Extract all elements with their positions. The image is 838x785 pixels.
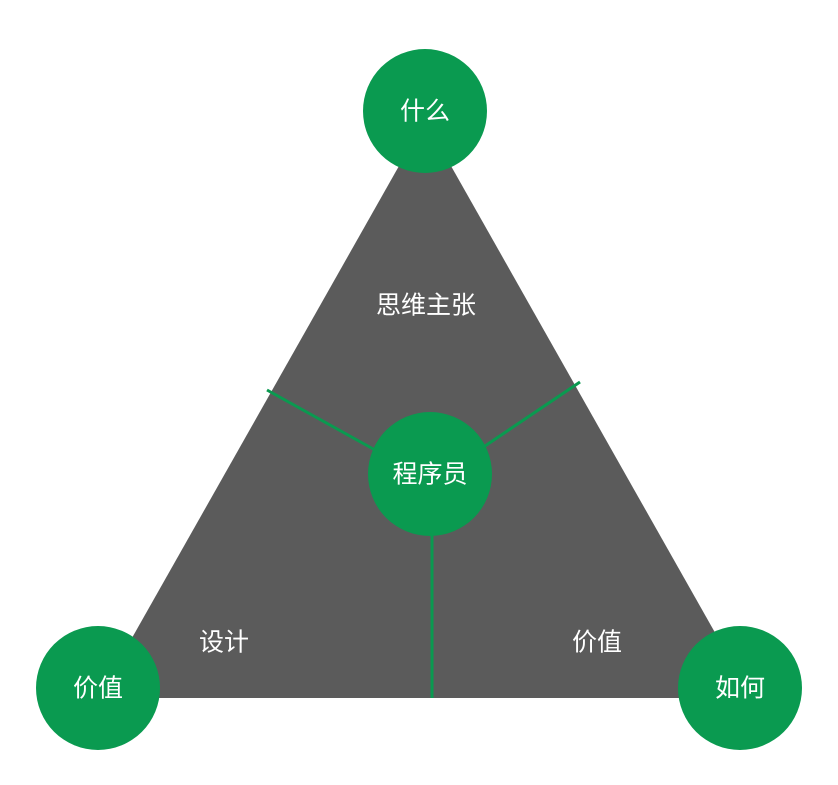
node-bottom-left-circle bbox=[36, 626, 160, 750]
node-bottom-left-label: 价值 bbox=[73, 674, 123, 703]
divider-left bbox=[266, 388, 376, 452]
region-label-left: 设计 bbox=[199, 628, 249, 657]
node-top-circle bbox=[363, 49, 487, 173]
divider-right bbox=[481, 380, 581, 450]
node-bottom-left: 价值 bbox=[36, 626, 160, 750]
node-center-label: 程序员 bbox=[392, 460, 467, 489]
region-label-top: 思维主张 bbox=[376, 291, 476, 320]
node-center-circle bbox=[368, 412, 492, 536]
node-center: 程序员 bbox=[368, 412, 492, 536]
node-bottom-right-circle bbox=[678, 626, 802, 750]
node-bottom-right-label: 如何 bbox=[715, 674, 765, 703]
region-label-right: 价值 bbox=[572, 628, 622, 657]
node-top: 什么 bbox=[363, 49, 487, 173]
main-triangle bbox=[98, 120, 752, 698]
node-top-label: 什么 bbox=[400, 97, 450, 126]
node-bottom-right: 如何 bbox=[678, 626, 802, 750]
